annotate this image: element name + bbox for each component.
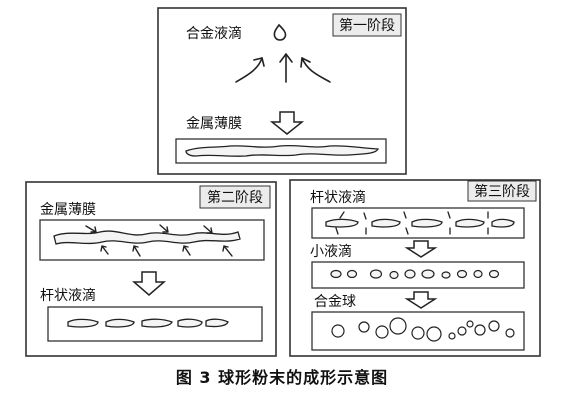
stage3-ball-label: 合金球 <box>314 294 356 310</box>
stage2-film-label: 金属薄膜 <box>40 202 96 218</box>
stage2-rod-label: 杆状液滴 <box>40 287 96 304</box>
stage3-panel: 第三阶段 杆状液滴 小液滴 <box>289 179 541 357</box>
down-arrow-2 <box>131 271 167 296</box>
rising-arrows <box>235 53 331 83</box>
stage1-panel: 第一阶段 合金液滴 金属薄膜 <box>157 7 407 175</box>
breakup-arrows <box>85 224 233 257</box>
stage3-rod-label: 杆状液滴 <box>310 189 366 206</box>
metal-film-icon <box>185 144 379 157</box>
stage1-title: 第一阶段 <box>339 17 395 34</box>
figure-caption: 图 3 球形粉末的成形示意图 <box>175 368 389 387</box>
stage1-title-box <box>332 13 402 37</box>
stage1-droplet-label: 合金液滴 <box>186 25 242 42</box>
down-arrow-3 <box>404 240 438 258</box>
stage2-frame <box>25 181 277 357</box>
wavy-film-icon <box>53 230 241 245</box>
stage1-film-label: 金属薄膜 <box>186 116 242 132</box>
alloy-balls-icon <box>331 317 515 342</box>
droplet-icon <box>273 23 287 41</box>
rod-breakup-icon <box>325 218 515 228</box>
down-arrow-4 <box>404 291 438 309</box>
rod-droplets-icon <box>67 318 229 328</box>
stage1-frame <box>157 7 407 175</box>
stage2-title-box <box>199 185 271 209</box>
stage3-small-label: 小液滴 <box>310 243 352 260</box>
stage3-title: 第三阶段 <box>474 183 530 200</box>
down-arrow-1 <box>269 111 305 135</box>
small-droplets-icon <box>330 269 500 280</box>
stage3-frame <box>289 179 541 357</box>
stage2-panel: 第二阶段 金属薄膜 杆状液滴 <box>25 181 277 357</box>
stage2-title: 第二阶段 <box>207 189 263 206</box>
stage3-title-box <box>467 180 537 202</box>
pinch-arrows <box>335 211 489 235</box>
